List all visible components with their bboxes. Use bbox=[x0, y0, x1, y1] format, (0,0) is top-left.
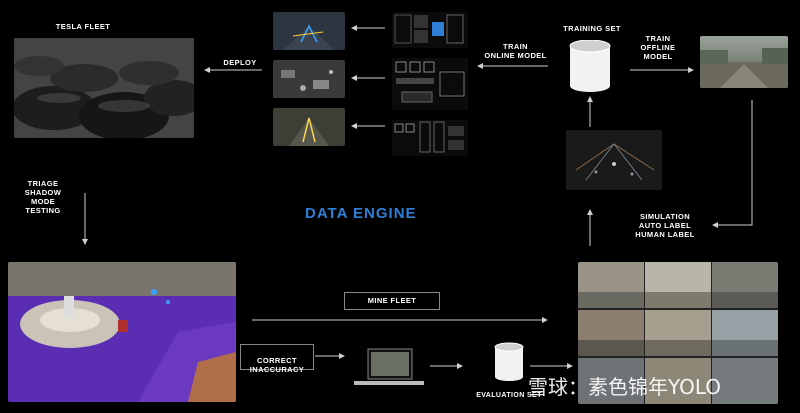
mine-fleet-label: MINE FLEET bbox=[367, 296, 417, 305]
correct-inaccuracy-label: CORRECT INACCURACY bbox=[249, 356, 305, 374]
offline-model-image bbox=[700, 36, 788, 88]
watermark: 雪球：素色锦年YOLO bbox=[528, 371, 721, 400]
tesla-fleet-label: TESLA FLEET bbox=[55, 22, 111, 31]
train-online-label: TRAIN ONLINE MODEL bbox=[484, 42, 547, 60]
model-thumb-road-1 bbox=[273, 12, 345, 50]
model-diagram-1 bbox=[392, 12, 468, 48]
correct-inaccuracy-box: CORRECT INACCURACY bbox=[240, 344, 314, 374]
simulation-pointcloud-image bbox=[566, 130, 662, 190]
shadow-mode-scene-image bbox=[8, 262, 236, 402]
watermark-text: 雪球：素色锦年YOLO bbox=[528, 375, 722, 399]
training-set-database-icon bbox=[569, 39, 611, 92]
triage-label: TRIAGE SHADOW MODE TESTING bbox=[24, 179, 62, 215]
deploy-label: DEPLOY bbox=[223, 58, 257, 67]
laptop-icon bbox=[352, 348, 426, 388]
simulation-label: SIMULATION AUTO LABEL HUMAN LABEL bbox=[635, 212, 695, 239]
data-engine-title: DATA ENGINE bbox=[305, 205, 417, 222]
model-diagram-2 bbox=[392, 58, 468, 110]
car-fleet-illustration bbox=[14, 38, 194, 138]
evaluation-set-database-icon bbox=[494, 342, 524, 382]
tesla-fleet-image bbox=[14, 38, 194, 138]
evaluation-set-label: EVALUATION SET bbox=[476, 392, 542, 399]
model-thumb-road-3 bbox=[273, 108, 345, 146]
train-offline-label: TRAIN OFFLINE MODEL bbox=[640, 34, 676, 61]
arrow-offline-to-sim bbox=[712, 100, 753, 228]
training-set-label: TRAINING SET bbox=[563, 24, 621, 33]
simulation-image-grid bbox=[578, 262, 778, 404]
model-thumb-road-2 bbox=[273, 60, 345, 98]
mine-fleet-box: MINE FLEET bbox=[344, 292, 440, 310]
model-diagram-3 bbox=[392, 120, 468, 156]
